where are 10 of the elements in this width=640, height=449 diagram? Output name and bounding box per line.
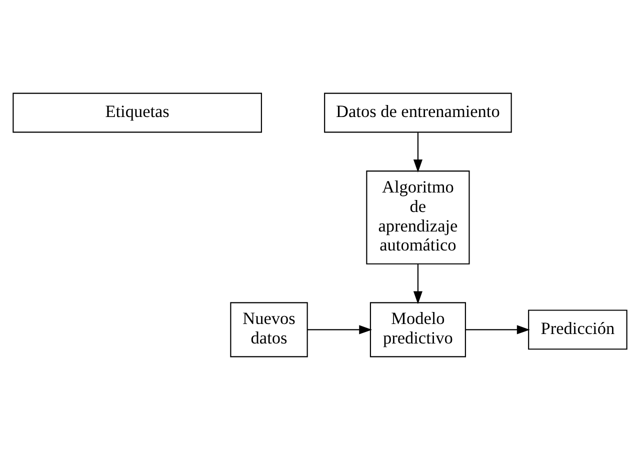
node-box: Etiquetas — [12, 92, 262, 132]
arrow — [413, 132, 422, 172]
node-box: Nuevos datos — [230, 302, 308, 357]
node-box: Datos de entrenamiento — [324, 92, 512, 132]
arrow — [466, 324, 530, 334]
node-box: Algoritmo de aprendizaje automático — [366, 170, 470, 264]
arrow — [413, 263, 422, 304]
node-box: Modelo predictivo — [370, 302, 466, 357]
node-box: Predicción — [528, 309, 628, 350]
arrow — [307, 324, 372, 334]
